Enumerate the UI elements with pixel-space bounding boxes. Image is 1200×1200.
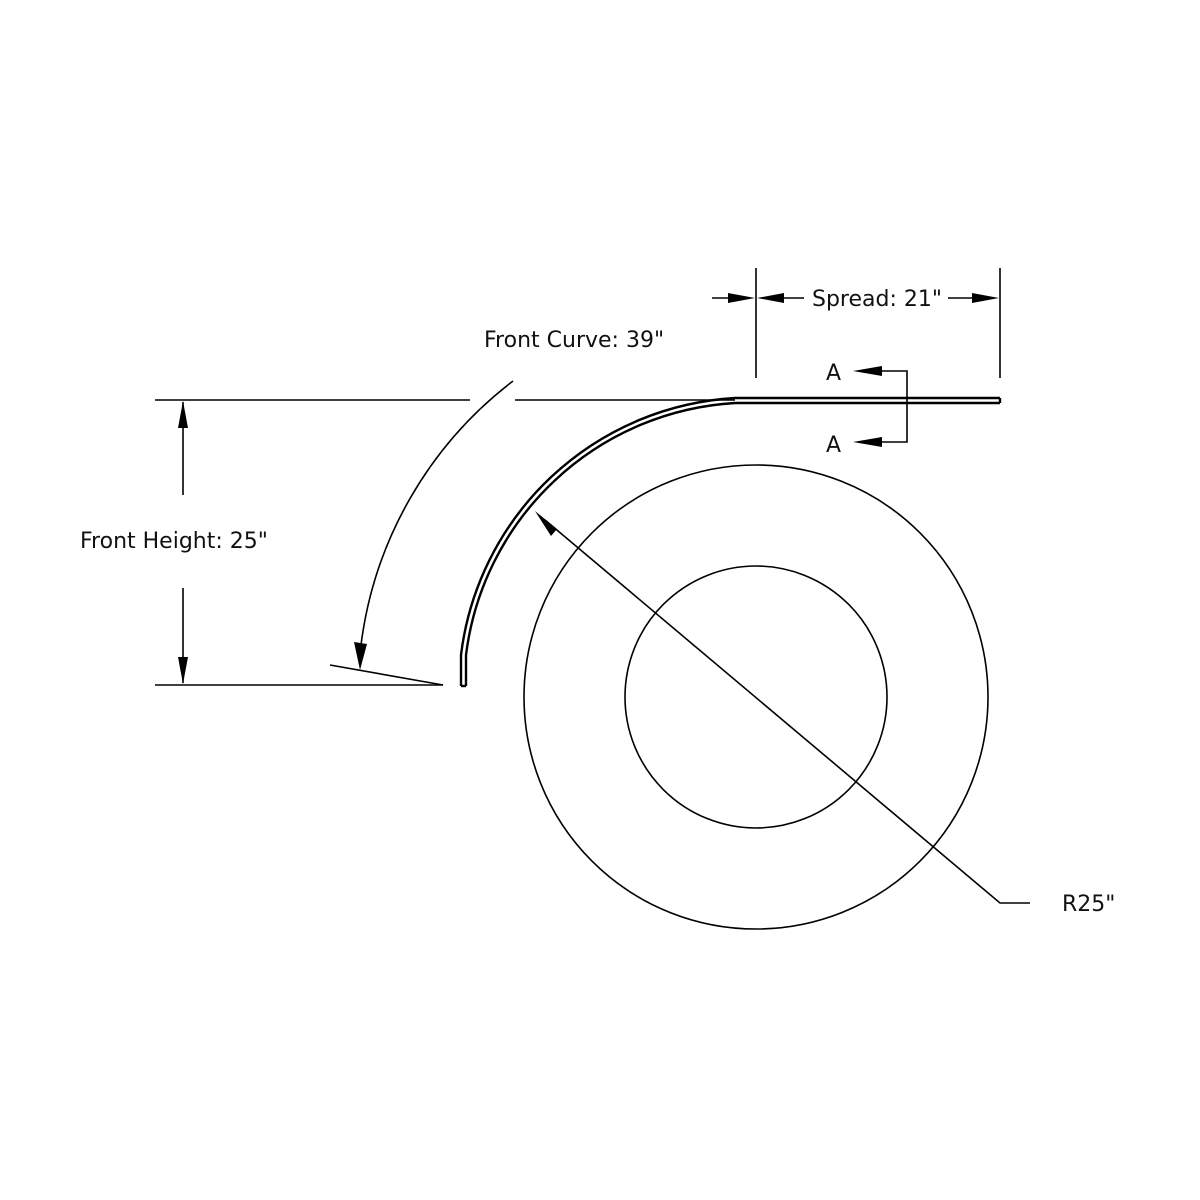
spread-dimension: Spread: 21"	[712, 287, 999, 312]
front-curve-dimension: Front Curve: 39"	[354, 328, 664, 670]
tire-outer-circle	[523, 464, 989, 930]
section-label-top: A	[826, 361, 841, 386]
radius-dimension: R25"	[535, 511, 1115, 917]
front-height-label: Front Height: 25"	[80, 529, 268, 554]
front-height-dimension: Front Height: 25"	[80, 401, 268, 684]
radius-label: R25"	[1062, 892, 1115, 917]
section-label-bottom: A	[826, 433, 841, 458]
front-curve-label: Front Curve: 39"	[484, 328, 664, 353]
section-marker: A A	[826, 361, 908, 458]
extension-lines	[155, 268, 1001, 686]
fender-profile	[459, 396, 1002, 688]
rim-inner-circle	[624, 565, 888, 829]
spread-label: Spread: 21"	[812, 287, 942, 312]
